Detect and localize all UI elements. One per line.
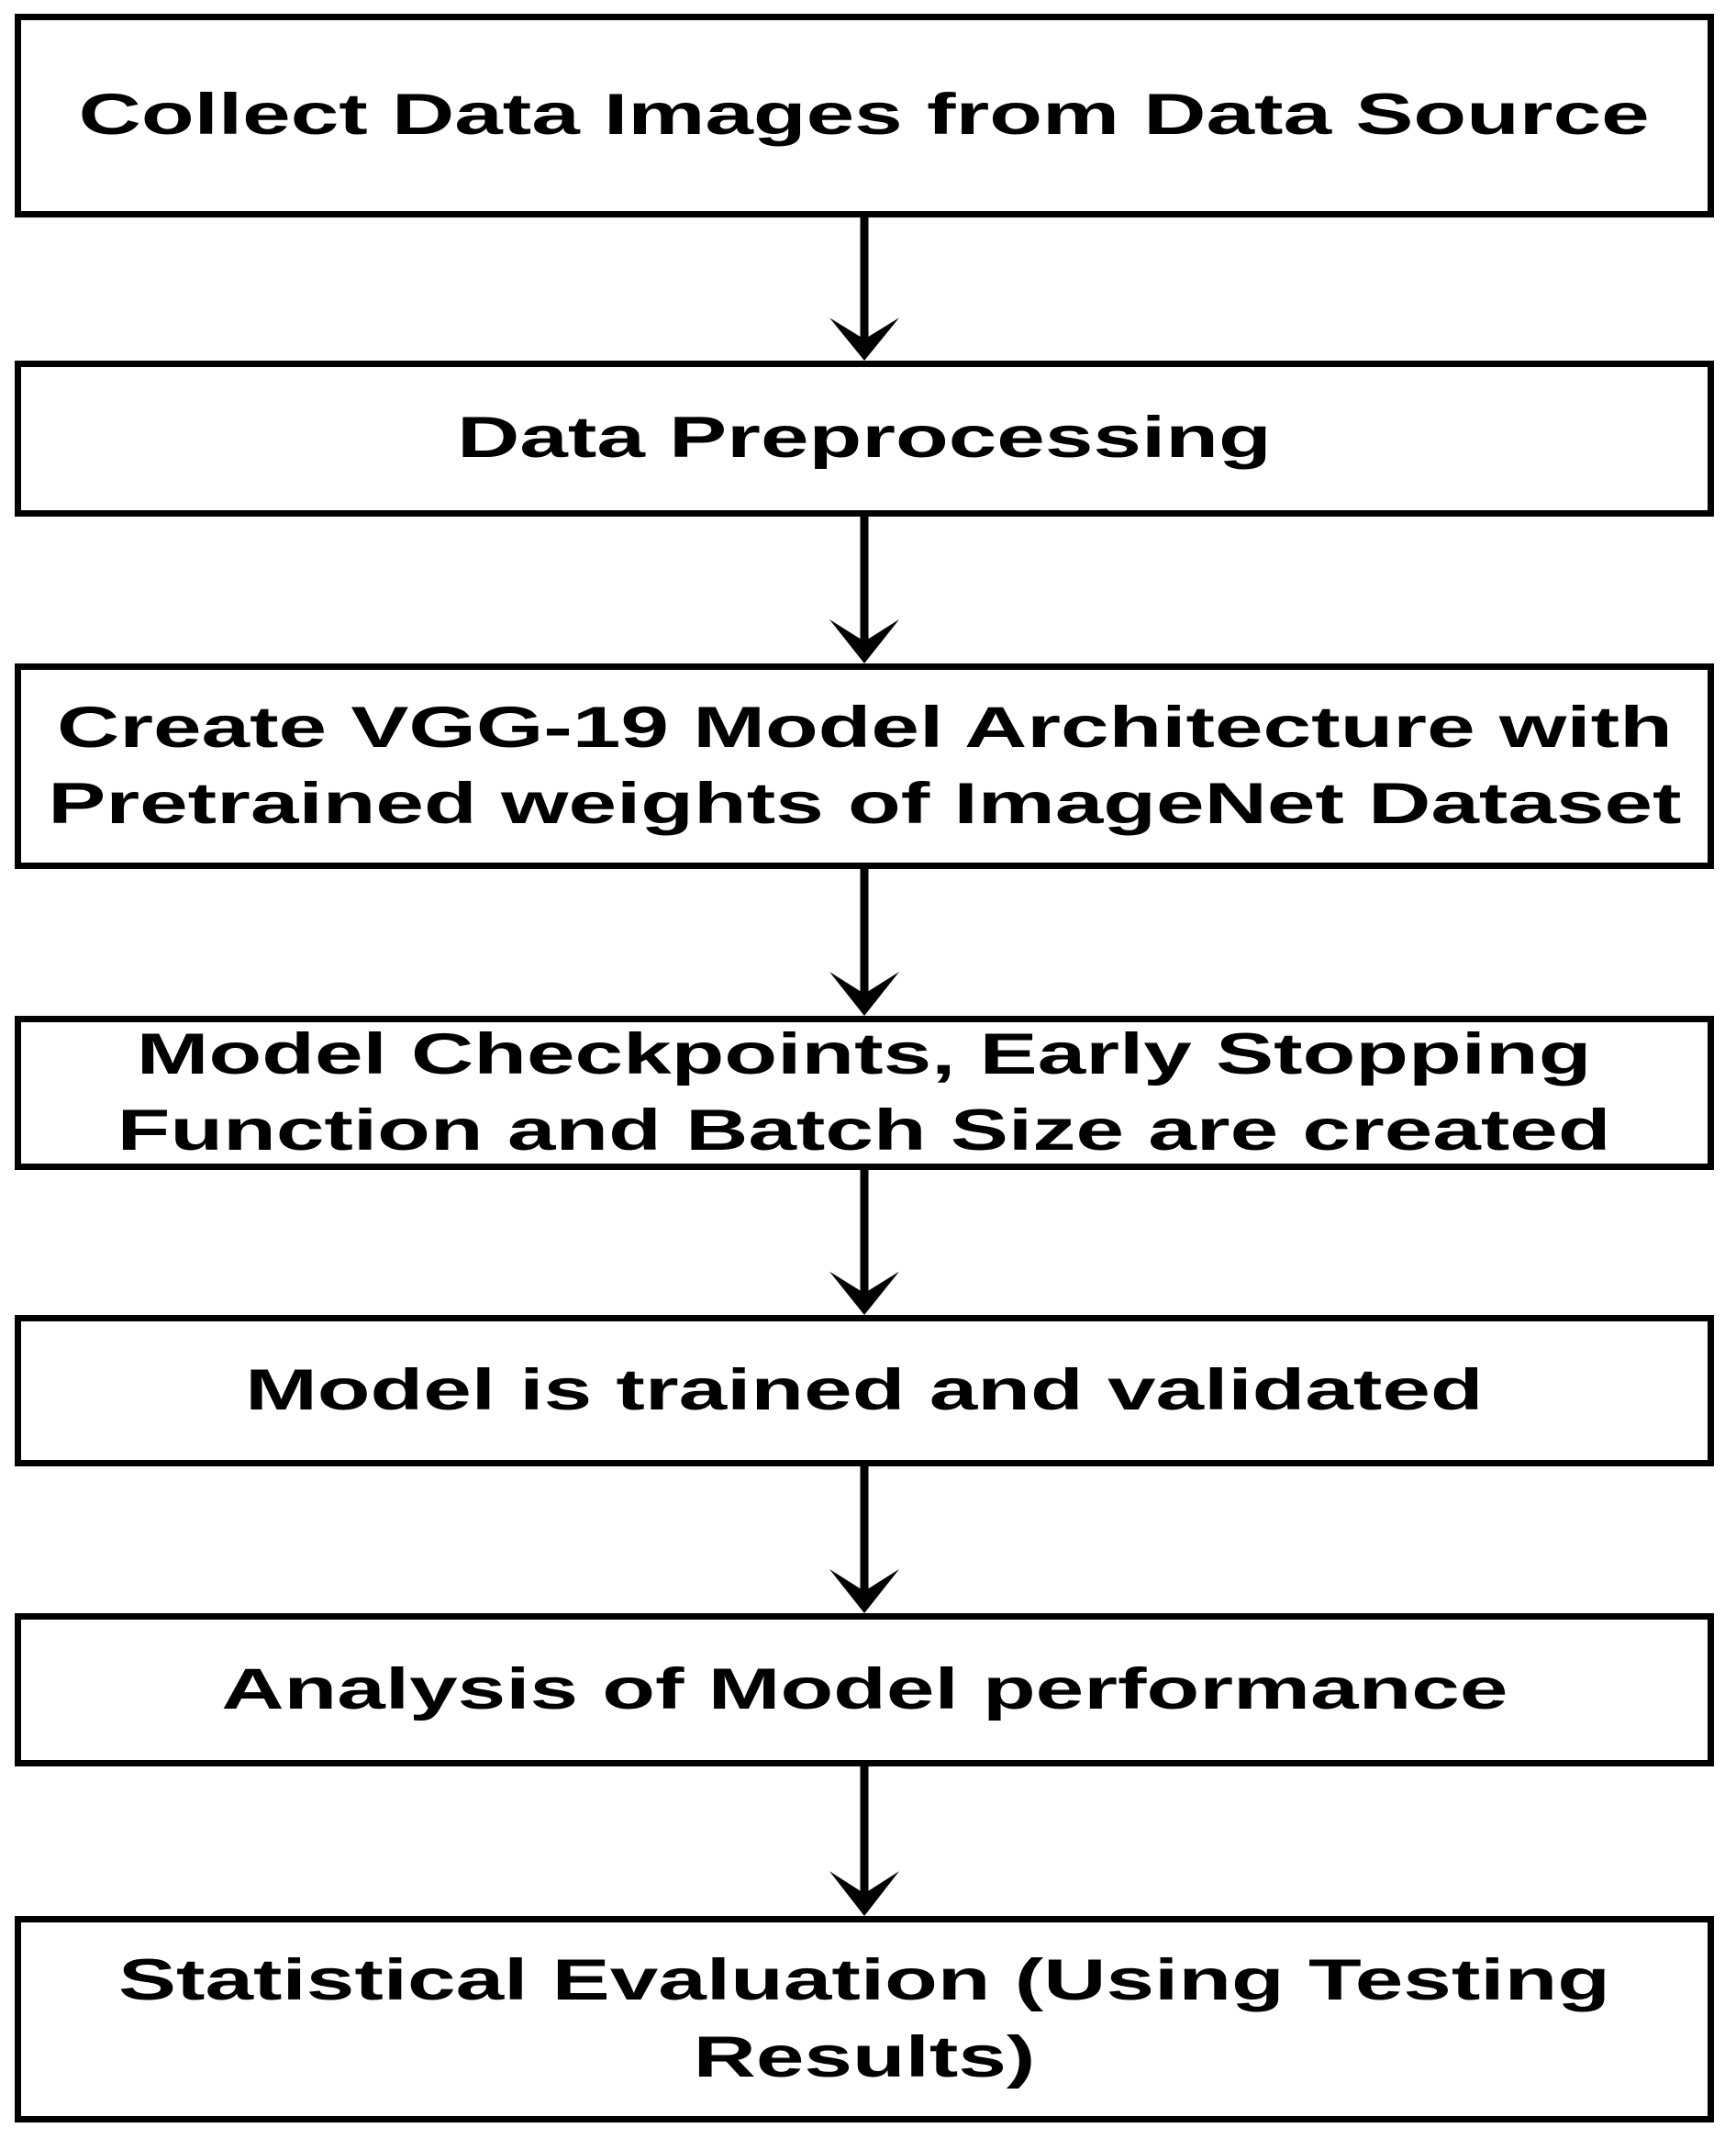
flow-step-label: Model is trained and validated	[245, 1357, 1484, 1422]
flow-arrow-icon	[809, 1466, 919, 1613]
flow-step-train-validate: Model is trained and validated	[15, 1315, 1714, 1466]
flow-step-label: Data Preprocessing	[457, 406, 1272, 471]
flow-step-label: Model Checkpoints, Early Stopping Functi…	[117, 1021, 1611, 1163]
flow-arrow-icon	[809, 217, 919, 361]
flow-arrow-icon	[809, 1170, 919, 1315]
flow-step-analysis-performance: Analysis of Model performance	[15, 1613, 1714, 1766]
flow-step-label: Analysis of Model performance	[220, 1656, 1508, 1721]
flow-step-create-vgg19-model: Create VGG-19 Model Architecture with Pr…	[15, 663, 1714, 869]
flow-arrow-icon	[809, 869, 919, 1016]
flow-step-statistical-evaluation: Statistical Evaluation (Using Testing Re…	[15, 1916, 1714, 2122]
flow-step-label: Create VGG-19 Model Architecture with Pr…	[47, 695, 1682, 836]
flow-step-label: Collect Data Images from Data Source	[78, 83, 1651, 148]
flow-arrow-icon	[809, 517, 919, 663]
flow-step-data-preprocessing: Data Preprocessing	[15, 361, 1714, 517]
flow-step-model-checkpoints: Model Checkpoints, Early Stopping Functi…	[15, 1016, 1714, 1170]
flow-step-collect-data: Collect Data Images from Data Source	[15, 14, 1714, 217]
flow-arrow-icon	[809, 1766, 919, 1916]
flow-step-label: Statistical Evaluation (Using Testing Re…	[117, 1948, 1611, 2089]
